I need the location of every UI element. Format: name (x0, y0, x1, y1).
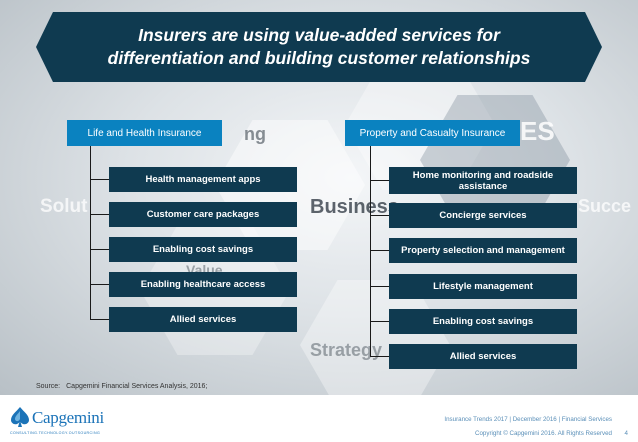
background-word: Strategy (310, 340, 383, 360)
tree-connector (370, 286, 389, 287)
service-customer-care-packages: Customer care packages (109, 202, 297, 227)
service-health-management-apps: Health management apps (109, 167, 297, 192)
background-word: Business (310, 196, 399, 218)
slide-title: Insurers are using value-added services … (59, 24, 579, 70)
footer-report-info: Insurance Trends 2017 | December 2016 | … (444, 416, 612, 423)
source-text: Capgemini Financial Services Analysis, 2… (66, 383, 208, 390)
title-line-1: Insurers are using value-added services … (138, 25, 500, 45)
tree-connector (370, 146, 371, 356)
service-allied-services: Allied services (389, 344, 577, 369)
page-number: 4 (624, 430, 628, 437)
background-word: Solut (40, 196, 88, 217)
spade-icon (11, 407, 29, 427)
tree-connector (90, 319, 109, 320)
tree-connector (90, 214, 109, 215)
service-lifestyle-management: Lifestyle management (389, 274, 577, 299)
service-concierge-services: Concierge services (389, 203, 577, 228)
title-line-2: differentiation and building customer re… (107, 48, 531, 68)
tree-connector (90, 146, 91, 320)
tree-connector (370, 180, 389, 181)
tree-connector (370, 250, 389, 251)
tree-connector (370, 356, 389, 357)
background-word: ng (244, 124, 266, 144)
capgemini-logo: Capgemini CONSULTING.TECHNOLOGY.OUTSOURC… (8, 405, 104, 439)
logo-wordmark: Capgemini (32, 408, 104, 427)
service-allied-services: Allied services (109, 307, 297, 332)
tree-connector (90, 249, 109, 250)
service-enabling-cost-savings: Enabling cost savings (389, 309, 577, 334)
source-label: Source: (36, 383, 61, 390)
tree-connector (90, 284, 109, 285)
background-word: ES (520, 116, 555, 146)
service-enabling-healthcare-access: Enabling healthcare access (109, 272, 297, 297)
service-property-selection: Property selection and management (389, 238, 577, 263)
footer-copyright: Copyright © Capgemini 2016. All Rights R… (475, 430, 612, 437)
life-health-header: Life and Health Insurance (67, 120, 222, 146)
service-home-monitoring: Home monitoring and roadside assistance (389, 167, 577, 194)
property-casualty-header: Property and Casualty Insurance (345, 120, 520, 146)
tree-connector (370, 321, 389, 322)
service-enabling-cost-savings: Enabling cost savings (109, 237, 297, 262)
tree-connector (370, 215, 389, 216)
logo-tagline: CONSULTING.TECHNOLOGY.OUTSOURCING (10, 431, 101, 435)
title-banner: Insurers are using value-added services … (36, 12, 602, 82)
source-note: Source: Capgemini Financial Services Anal… (36, 383, 213, 390)
tree-connector (90, 179, 109, 180)
background-word: Succe (578, 196, 632, 216)
